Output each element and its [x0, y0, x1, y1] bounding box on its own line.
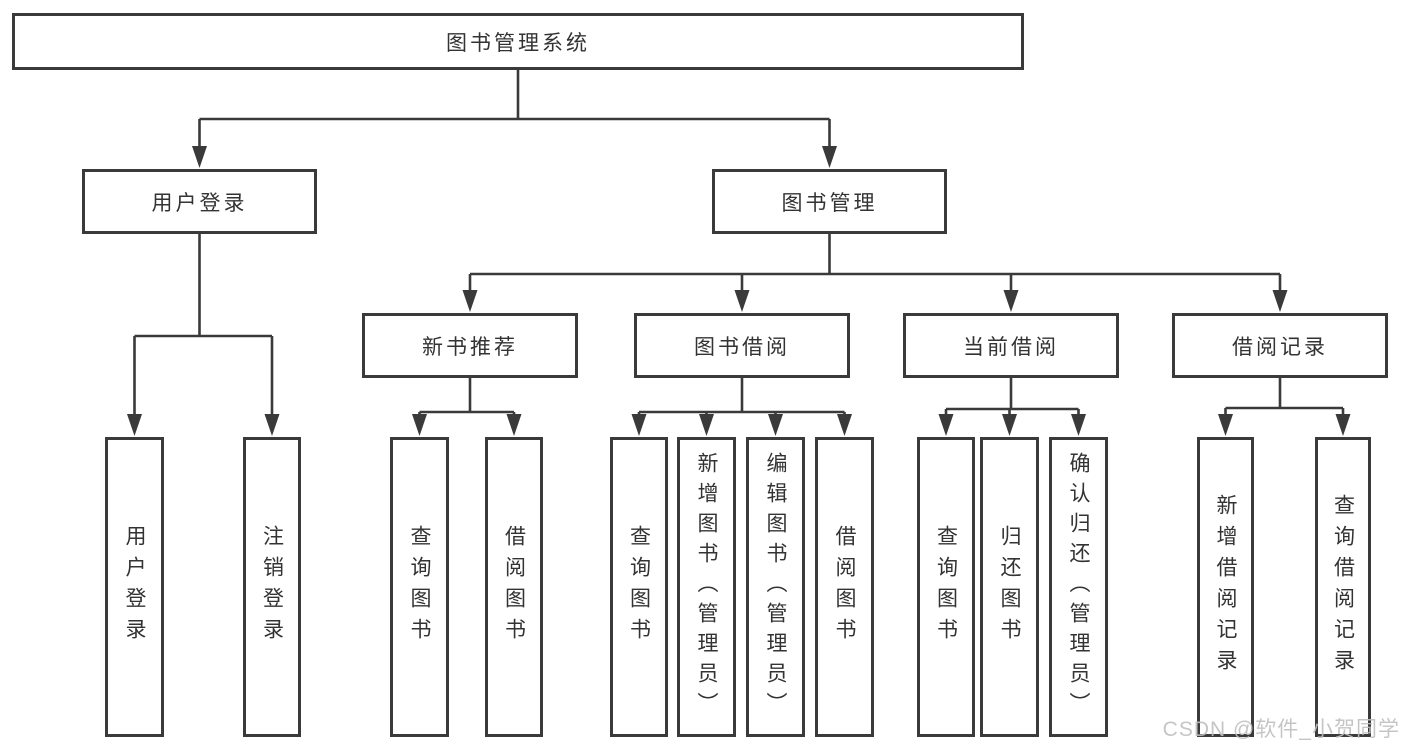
leaf-add-borrow-record: 新增借阅记录 — [1197, 437, 1254, 737]
leaf-label: 查询图书 — [934, 525, 958, 649]
node-label: 图书借阅 — [694, 335, 790, 359]
leaf-return-book: 归还图书 — [980, 437, 1039, 737]
node-label: 借阅记录 — [1232, 335, 1328, 359]
node-current-borrow: 当前借阅 — [903, 313, 1119, 378]
leaf-label: 用户登录 — [123, 525, 146, 649]
node-new-book-recommend: 新书推荐 — [362, 313, 578, 378]
leaf-borrow-book: 借阅图书 — [815, 437, 874, 737]
node-label: 用户登录 — [151, 191, 248, 215]
leaf-query-book-current: 查询图书 — [917, 437, 975, 737]
leaf-label: 编辑图书（管理员） — [764, 452, 787, 722]
leaf-confirm-return-admin: 确认归还（管理员） — [1049, 437, 1108, 737]
node-book-borrow: 图书借阅 — [634, 313, 850, 378]
leaf-borrow-book-recommend: 借阅图书 — [485, 437, 543, 737]
node-library-management-system: 图书管理系统 — [12, 13, 1024, 70]
leaf-label: 查询借阅记录 — [1331, 494, 1355, 680]
leaf-query-borrow-record: 查询借阅记录 — [1315, 437, 1371, 737]
leaf-user-login: 用户登录 — [105, 437, 164, 737]
arrowheads — [127, 146, 1351, 436]
node-label: 当前借阅 — [963, 335, 1059, 359]
leaf-label: 查询图书 — [408, 525, 431, 649]
node-book-management: 图书管理 — [712, 169, 947, 234]
node-borrow-records: 借阅记录 — [1172, 313, 1388, 378]
leaf-label: 新增借阅记录 — [1214, 494, 1237, 680]
node-label: 图书管理 — [781, 191, 878, 215]
node-user-login: 用户登录 — [82, 169, 317, 234]
leaf-label: 查询图书 — [627, 525, 651, 649]
leaf-add-book-admin: 新增图书（管理员） — [677, 437, 736, 737]
leaf-label: 借阅图书 — [502, 525, 526, 649]
leaf-label: 注销登录 — [260, 525, 284, 649]
leaf-label: 确认归还（管理员） — [1067, 452, 1090, 722]
node-label: 图书管理系统 — [446, 31, 590, 55]
leaf-label: 新增图书（管理员） — [695, 452, 718, 722]
leaf-query-book-borrow: 查询图书 — [610, 437, 668, 737]
leaf-label: 归还图书 — [998, 525, 1021, 649]
leaf-logout: 注销登录 — [243, 437, 301, 737]
leaf-label: 借阅图书 — [833, 525, 856, 649]
node-label: 新书推荐 — [422, 335, 518, 359]
leaf-edit-book-admin: 编辑图书（管理员） — [746, 437, 805, 737]
leaf-query-book-recommend: 查询图书 — [390, 437, 449, 737]
